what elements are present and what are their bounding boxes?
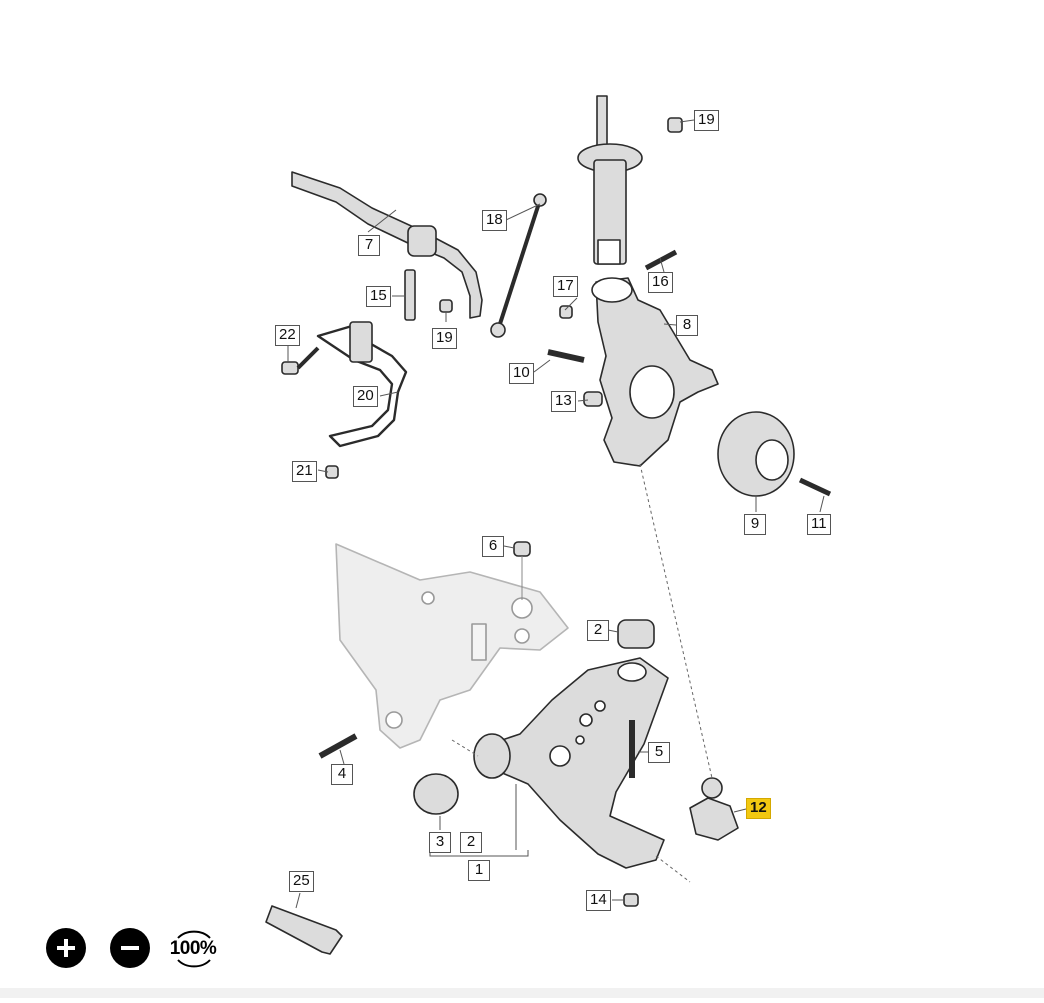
callout-20[interactable]: 20 (353, 386, 378, 407)
stabilizer-bar (291, 171, 483, 319)
zoom-reset-button[interactable]: 100% (166, 926, 222, 970)
callout-2-arm[interactable]: 2 (460, 832, 482, 853)
callout-5[interactable]: 5 (648, 742, 670, 763)
ball-joint (689, 797, 739, 841)
control-arm (477, 657, 669, 869)
callout-4[interactable]: 4 (331, 764, 353, 785)
zoom-out-button[interactable] (110, 928, 150, 968)
callout-8[interactable]: 8 (676, 315, 698, 336)
subframe (335, 543, 569, 749)
callout-7[interactable]: 7 (358, 235, 380, 256)
callout-12-highlighted[interactable]: 12 (746, 798, 771, 819)
bottom-divider (0, 988, 1044, 998)
callout-9[interactable]: 9 (744, 514, 766, 535)
callout-19[interactable]: 19 (694, 110, 719, 131)
callout-2-bushing[interactable]: 2 (587, 620, 609, 641)
callout-25[interactable]: 25 (289, 871, 314, 892)
plus-icon (57, 939, 75, 957)
bushing (413, 773, 459, 815)
callout-3[interactable]: 3 (429, 832, 451, 853)
grease-tube (265, 905, 343, 955)
callout-19-stabilizer[interactable]: 19 (432, 328, 457, 349)
callout-18[interactable]: 18 (482, 210, 507, 231)
callout-14[interactable]: 14 (586, 890, 611, 911)
callout-11[interactable]: 11 (807, 514, 831, 535)
zoom-level-label: 100% (169, 938, 217, 959)
callout-16[interactable]: 16 (648, 272, 673, 293)
callout-6[interactable]: 6 (482, 536, 504, 557)
callout-17[interactable]: 17 (553, 276, 578, 297)
zoom-in-button[interactable] (46, 928, 86, 968)
callout-15[interactable]: 15 (366, 286, 391, 307)
reset-arc-icon (177, 930, 211, 968)
callout-22[interactable]: 22 (275, 325, 300, 346)
callout-1[interactable]: 1 (468, 860, 490, 881)
speed-sensor-bracket (316, 324, 408, 448)
callout-10[interactable]: 10 (509, 363, 534, 384)
callout-13[interactable]: 13 (551, 391, 576, 412)
minus-icon (121, 946, 139, 950)
callout-21[interactable]: 21 (292, 461, 317, 482)
